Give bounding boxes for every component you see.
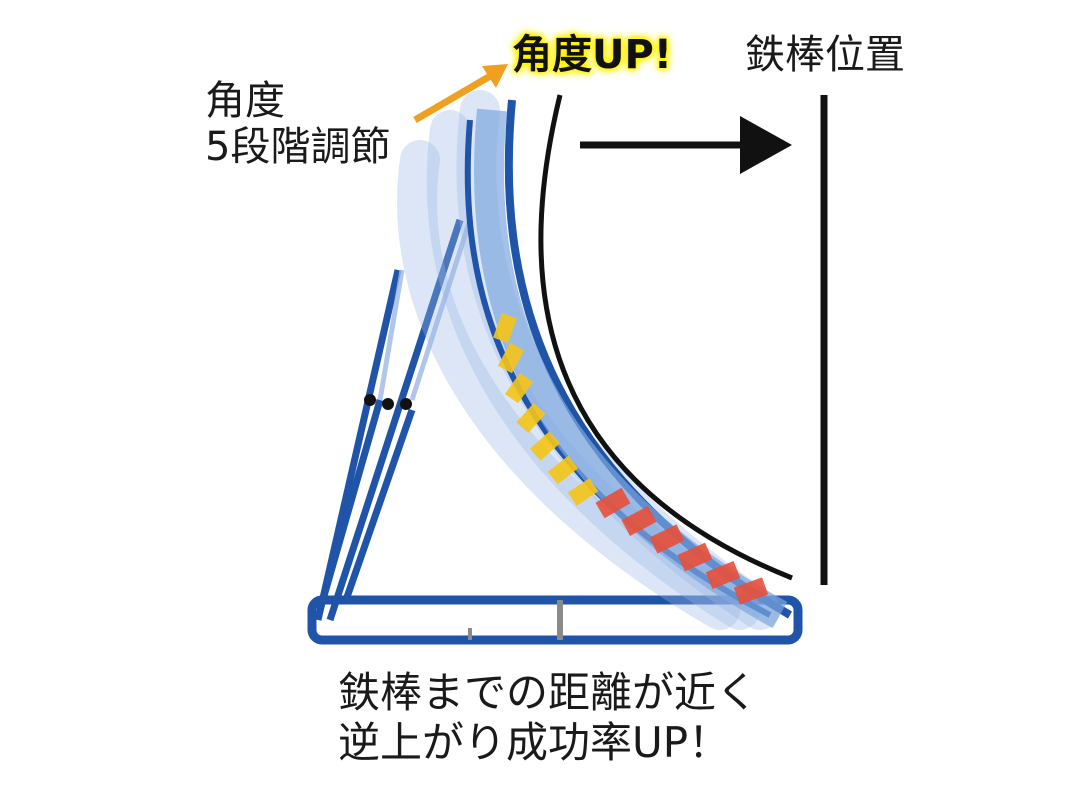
angle-label-line1: 角度 — [205, 78, 285, 124]
orange-arrow-icon — [413, 64, 508, 124]
angle-label-line2: 5段階調節 — [205, 124, 391, 170]
caption-line2: 逆上がり成功率UP！ — [338, 718, 731, 767]
bar-position-label: 鉄棒位置 — [745, 32, 905, 78]
curve-guide — [538, 94, 793, 581]
support-legs — [314, 218, 464, 622]
yellow-pads — [493, 313, 599, 506]
caption: 鉄棒までの距離が近く 逆上がり成功率UP！ — [338, 668, 758, 768]
caption-line1: 鉄棒までの距離が近く — [338, 668, 759, 717]
red-pads — [595, 487, 769, 605]
support-legs-light — [377, 219, 473, 401]
adjust-knobs — [364, 394, 412, 410]
base-frame — [307, 595, 803, 645]
angle-up-label: 角度UP! — [512, 32, 673, 78]
black-arrow-icon — [580, 116, 792, 174]
angle-adjust-label: 角度 5段階調節 — [205, 78, 390, 170]
